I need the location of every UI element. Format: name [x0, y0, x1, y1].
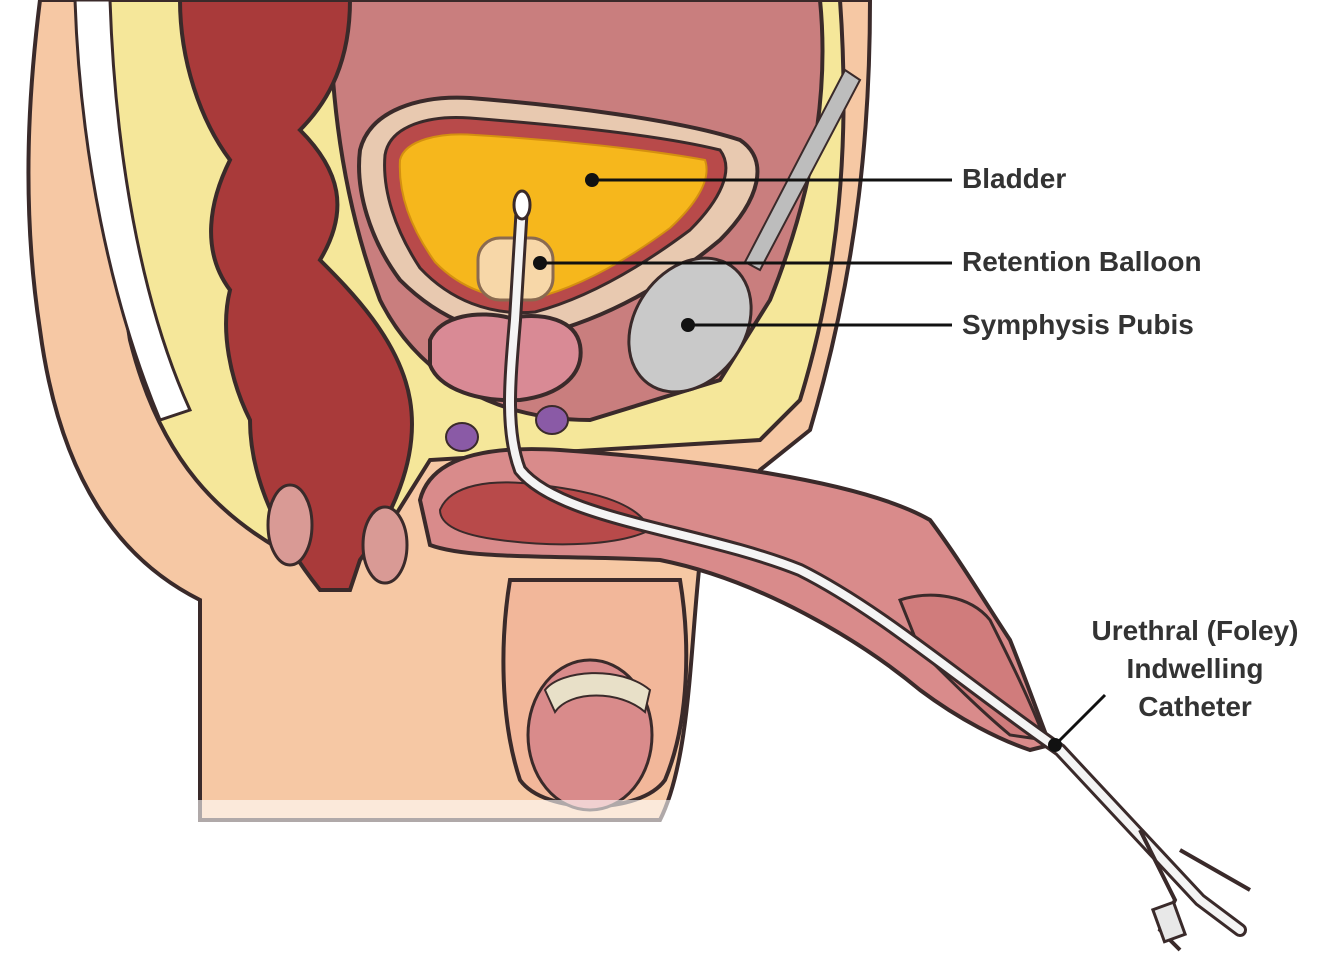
- symphysis-pubis-label: Symphysis Pubis: [962, 309, 1194, 340]
- bladder-label: Bladder: [962, 163, 1066, 194]
- catheter-label-line2: Indwelling: [1127, 653, 1264, 684]
- catheter-label-line3: Catheter: [1138, 691, 1252, 722]
- bottom-fade: [180, 800, 780, 840]
- catheter-label-line1: Urethral (Foley): [1092, 615, 1299, 646]
- bulbourethral-gland-left: [446, 423, 478, 451]
- anal-sphincter-right: [363, 507, 407, 583]
- bulbourethral-gland-right: [536, 406, 568, 434]
- retention-balloon-label: Retention Balloon: [962, 246, 1202, 277]
- anal-sphincter-left: [268, 485, 312, 565]
- catheter-tip: [514, 191, 530, 219]
